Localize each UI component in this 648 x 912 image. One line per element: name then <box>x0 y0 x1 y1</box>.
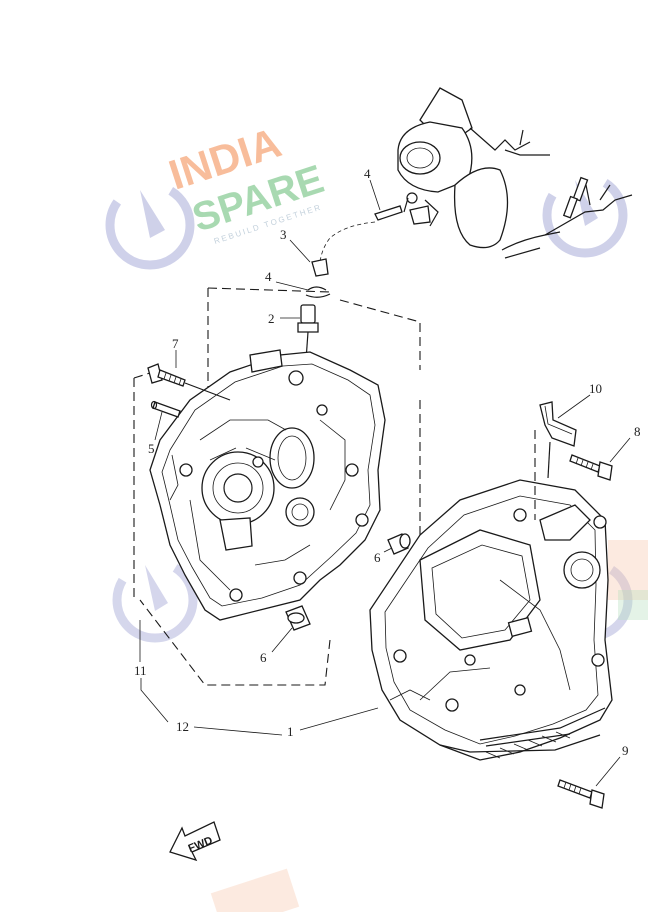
leader-lines <box>139 179 631 787</box>
wrench-icon <box>105 180 195 270</box>
left-crankcase-half <box>149 349 386 621</box>
callout-7: 7 <box>172 336 179 351</box>
part-7-bolt <box>147 363 231 401</box>
callout-10: 10 <box>589 381 602 396</box>
callout-labels: 1 2 3 4 4 5 6 6 7 8 9 10 11 12 <box>134 166 641 758</box>
upper-housing-assembly <box>397 87 633 259</box>
part-8-bolt <box>569 454 613 481</box>
watermark-bottom <box>210 868 300 912</box>
callout-5: 5 <box>148 441 155 456</box>
callout-1: 1 <box>287 724 294 739</box>
assembly-group-outlines <box>133 287 421 686</box>
watermark-top-left: INDIA SPARE REBUILD TOGETHER <box>105 119 329 270</box>
callout-9: 9 <box>622 743 629 758</box>
part-2-breather-union <box>297 304 319 361</box>
right-crankcase-half <box>369 479 613 761</box>
callout-4-lower: 4 <box>265 269 272 284</box>
callout-6-lower: 6 <box>260 650 267 665</box>
part-5-dowel-pin <box>150 400 181 418</box>
callout-4-upper: 4 <box>364 166 371 181</box>
callout-6-right: 6 <box>374 550 381 565</box>
part-9-bolt <box>557 779 605 809</box>
callout-8: 8 <box>634 424 641 439</box>
callout-2: 2 <box>268 311 275 326</box>
part-4-upper-clip <box>374 192 418 221</box>
part-4-lower-clip <box>305 286 331 298</box>
callout-12: 12 <box>176 719 189 734</box>
fwd-arrow-icon: FWD <box>169 821 221 862</box>
part-10-bracket <box>534 401 577 520</box>
part-3-breather-hose <box>311 221 376 277</box>
part-6-dowel-upper <box>387 533 411 555</box>
callout-11: 11 <box>134 663 147 678</box>
part-6-dowel-lower <box>285 605 311 631</box>
callout-3: 3 <box>280 227 287 242</box>
